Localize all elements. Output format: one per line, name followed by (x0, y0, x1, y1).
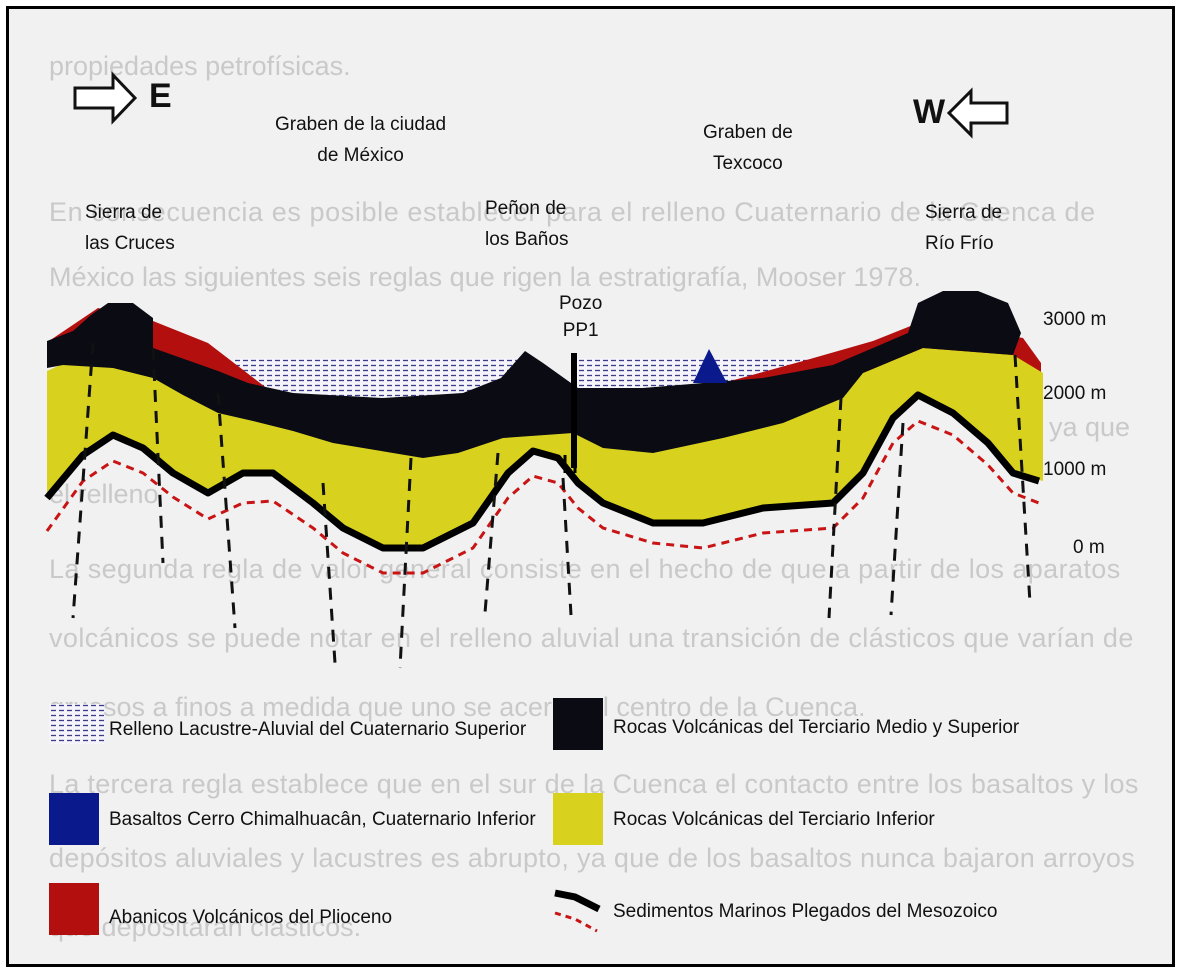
label-line: Sierra de (85, 202, 163, 223)
label-penon-banos: Peñon de los Baños (485, 197, 568, 251)
west-arrow-icon (946, 87, 1009, 139)
bg-text-line: México las siguientes seis reglas que ri… (49, 262, 921, 292)
label-line: Sierra de (925, 202, 1003, 223)
legend-swatch-lower-tertiary (553, 793, 603, 845)
bg-text-line: depósitos aluviales y lacustres es abrup… (49, 843, 1136, 873)
legend-label-pliocene: Abanicos Volcánicos del Plioceno (109, 907, 393, 928)
east-arrow-icon (73, 71, 138, 125)
label-line: las Cruces (85, 233, 175, 254)
chimalhuacan-basalt (693, 349, 727, 383)
legend-swatch-lacustrine (49, 704, 104, 744)
elevation-0: 0 m (1073, 537, 1105, 558)
bg-text-line: gruesos a finos a medida que uno se acer… (49, 692, 866, 722)
legend-label-mesozoic: Sedimentos Marinos Plegados del Mesozoic… (613, 901, 998, 922)
legend-swatch-upper-tertiary (553, 698, 603, 750)
fault-lines (71, 342, 1032, 669)
label-line: PP1 (562, 320, 599, 341)
bg-text-line: ya que (1049, 412, 1131, 442)
label-line: Pozo (559, 293, 603, 314)
west-label: W (913, 93, 946, 131)
bg-text-line: volcánicos se puede notar en el relleno … (49, 623, 1134, 653)
geologic-cross-section (44, 71, 1043, 935)
elevation-2000: 2000 m (1043, 383, 1107, 404)
legend-label-basalt: Basaltos Cerro Chimalhuacân, Cuaternario… (109, 809, 536, 830)
label-line: Texcoco (713, 153, 783, 174)
label-line: Graben de (703, 122, 793, 143)
bg-text-line: que depositaran clásticos. (49, 912, 362, 942)
figure-frame: propiedades petrofísicas. En consecuenci… (6, 6, 1175, 967)
label-line: Graben de la ciudad (275, 114, 447, 135)
label-sierra-cruces: Sierra de las Cruces (85, 201, 175, 255)
bg-text-line: En consecuencia es posible establecer pa… (49, 197, 1096, 227)
bg-text-line: propiedades petrofísicas. (49, 51, 351, 81)
legend-swatch-pliocene (49, 883, 99, 935)
bg-text-line: La segunda regla de valor general consis… (49, 554, 1121, 584)
legend-label-upper-tertiary: Rocas Volcánicas del Terciario Medio y S… (613, 717, 1020, 738)
legend-label-lacustrine: Relleno Lacustre-Aluvial del Cuaternario… (109, 719, 527, 740)
legend-swatch-basalt (49, 793, 99, 845)
label-line: los Baños (485, 229, 569, 250)
label-pozo-pp1: Pozo PP1 (559, 292, 602, 342)
elevation-3000: 3000 m (1043, 309, 1107, 330)
label-sierra-rio-frio: Sierra de Río Frío (925, 201, 1002, 255)
legend-swatch-mesozoic (554, 889, 601, 933)
label-line: Río Frío (925, 233, 994, 254)
east-label: E (149, 77, 172, 115)
label-line: de México (317, 145, 404, 166)
mesozoic-dashed-line (45, 419, 1040, 575)
legend-label-lower-tertiary: Rocas Volcánicas del Terciario Inferior (613, 809, 935, 830)
mesozoic-fold-line (44, 391, 1041, 552)
well-pp1-base (563, 455, 577, 473)
elevation-1000: 1000 m (1043, 459, 1107, 480)
label-graben-texcoco: Graben de Texcoco (703, 121, 793, 175)
upper-tertiary-layer (47, 291, 1021, 458)
well-pp1 (571, 353, 577, 468)
lower-tertiary-layer (47, 348, 1043, 548)
label-line: Peñon de (485, 198, 567, 219)
label-graben-cdmx: Graben de la ciudad de México (275, 113, 446, 167)
